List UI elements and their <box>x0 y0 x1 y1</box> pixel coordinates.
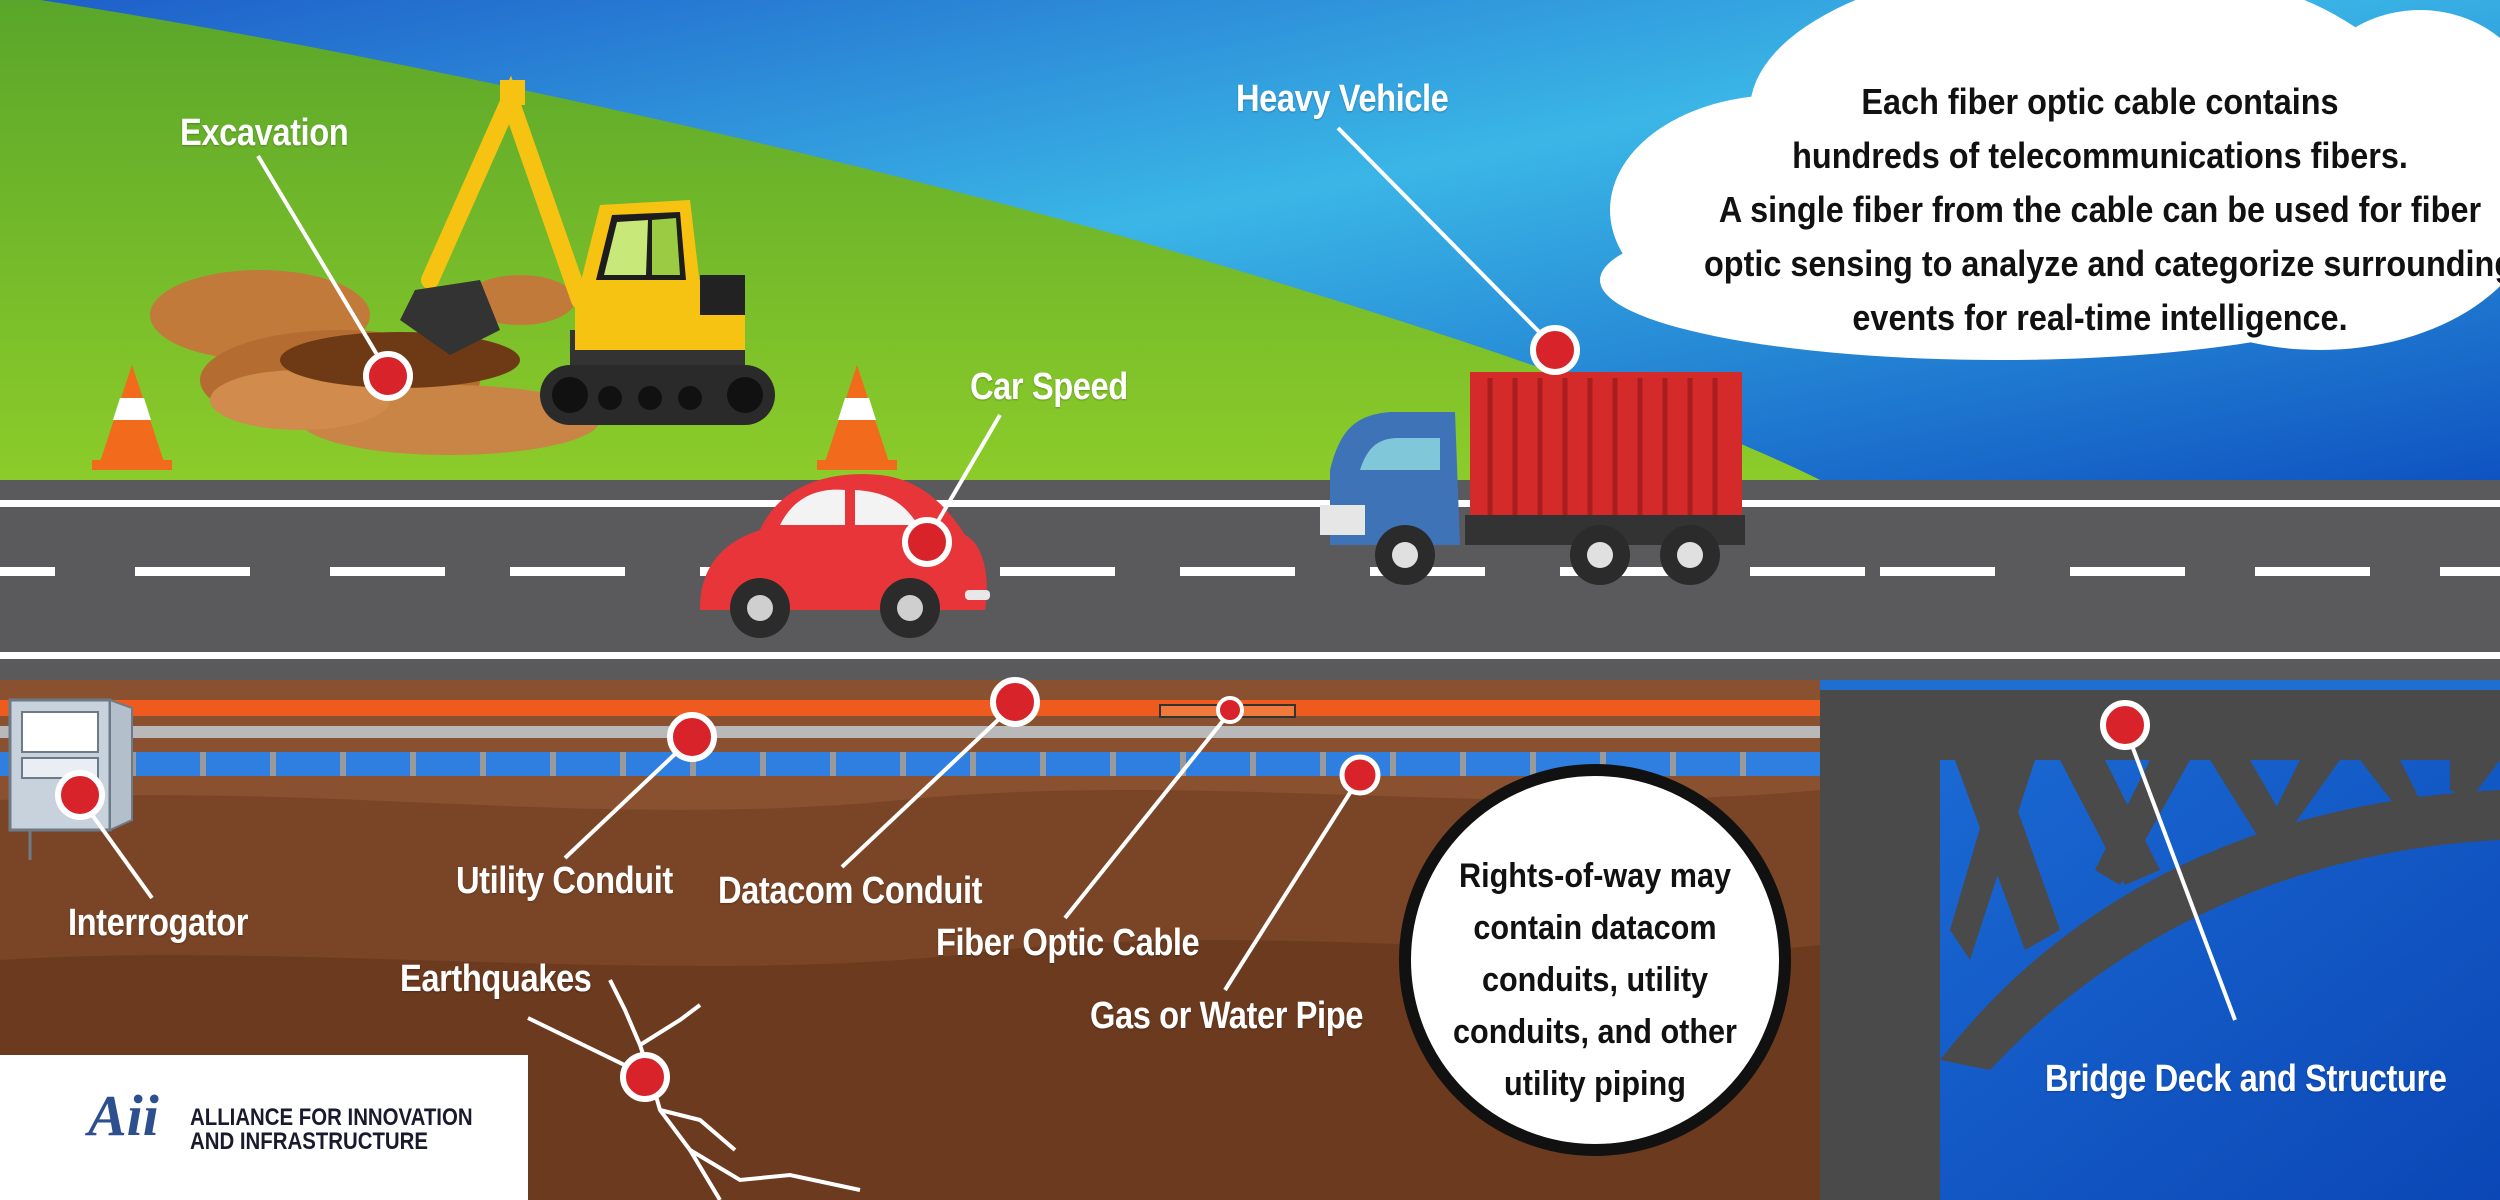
circle-line: conduits, utility <box>1481 961 1709 999</box>
car <box>700 474 990 638</box>
circle-line: contain datacom <box>1473 909 1717 947</box>
label-excavation: Excavation <box>180 112 349 154</box>
excavator <box>400 75 775 425</box>
lane-dashes <box>0 567 2500 576</box>
marker-heavy-vehicle <box>1530 325 1580 375</box>
orange-conduit <box>0 700 1820 716</box>
cloud-line: hundreds of telecommunications fibers. <box>1792 135 2408 176</box>
logo-panel <box>0 1055 528 1200</box>
grey-conduit <box>0 726 1820 738</box>
logo-text: ALLIANCE FOR INNOVATION AND INFRASTRUCTU… <box>190 1106 473 1154</box>
rights-of-way-circle <box>1399 764 1791 1156</box>
cloud-line: optic sensing to analyze and categorize … <box>1704 243 2500 284</box>
label-heavy-vehicle: Heavy Vehicle <box>1236 78 1449 120</box>
label-fiber-optic-cable: Fiber Optic Cable <box>936 922 1200 964</box>
marker-utility-conduit <box>667 712 717 762</box>
traffic-cone-left <box>92 365 172 470</box>
label-utility-conduit: Utility Conduit <box>456 860 673 902</box>
marker-fiber-optic-cable <box>1216 696 1244 724</box>
cloud-line: events for real-time intelligence. <box>1852 297 2348 338</box>
bridge-arch <box>1940 790 2500 1070</box>
rights-of-way-description: Rights-of-way may contain datacom condui… <box>1442 850 1748 1110</box>
marker-bridge <box>2100 700 2150 750</box>
label-bridge-deck-and-structure: Bridge Deck and Structure <box>2045 1058 2447 1100</box>
marker-gas-water-pipe <box>1339 754 1381 796</box>
logo-mark: Aii <box>88 1083 159 1148</box>
label-earthquakes: Earthquakes <box>400 958 592 1000</box>
cloud-line: A single fiber from the cable can be use… <box>1718 189 2482 230</box>
truck <box>1320 372 1745 585</box>
label-datacom-conduit: Datacom Conduit <box>718 870 983 912</box>
bridge-truss <box>1940 735 2500 960</box>
logo-line-1: ALLIANCE FOR INNOVATION <box>190 1104 473 1131</box>
road <box>0 480 2500 680</box>
bridge-pier <box>1820 690 1940 1200</box>
circle-line: Rights-of-way may <box>1458 857 1732 895</box>
sensor-markers <box>55 325 2150 1102</box>
label-gas-or-water-pipe: Gas or Water Pipe <box>1090 995 1363 1037</box>
label-interrogator: Interrogator <box>68 902 249 944</box>
marker-car-speed <box>902 517 952 567</box>
marker-datacom-conduit <box>990 677 1040 727</box>
circle-line: conduits, and other <box>1453 1013 1737 1051</box>
circle-line: utility piping <box>1504 1065 1686 1103</box>
marker-earthquakes <box>620 1052 670 1102</box>
marker-interrogator <box>55 770 105 820</box>
label-car-speed: Car Speed <box>970 366 1128 408</box>
cloud-description: Each fiber optic cable contains hundreds… <box>1704 75 2500 345</box>
traffic-cone-right <box>817 365 897 470</box>
blue-pipe <box>0 752 1820 776</box>
cloud-line: Each fiber optic cable contains <box>1861 81 2339 122</box>
logo-line-2: AND INFRASTRUCTURE <box>190 1128 428 1155</box>
cloud <box>1600 0 2500 360</box>
marker-excavation <box>363 351 413 401</box>
